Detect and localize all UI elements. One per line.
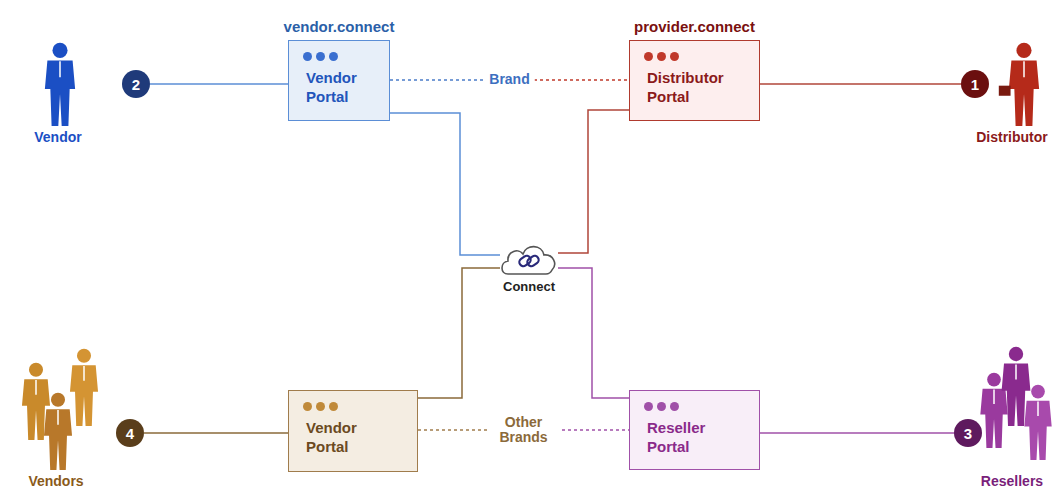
person-body xyxy=(70,365,98,426)
connector-line xyxy=(558,268,629,398)
window-dot xyxy=(329,402,338,411)
window-dot xyxy=(657,52,666,61)
person-figure xyxy=(999,43,1039,126)
window-dots xyxy=(303,397,342,415)
window-dots xyxy=(303,47,342,65)
portal-heading: vendor.connect xyxy=(284,18,395,35)
callout-number: 2 xyxy=(132,76,140,93)
briefcase xyxy=(999,86,1011,96)
connector-line xyxy=(760,432,954,434)
role-label: Distributor xyxy=(976,129,1048,145)
window-dot xyxy=(316,402,325,411)
window-dot xyxy=(670,52,679,61)
callout-circle: 2 xyxy=(122,70,150,98)
person-tie xyxy=(83,366,85,381)
window-dot xyxy=(329,52,338,61)
callout-circle: 4 xyxy=(116,419,144,447)
portal-box: Vendor Portal xyxy=(288,390,418,472)
portal-title: Distributor Portal xyxy=(647,69,742,107)
window-dot xyxy=(303,402,312,411)
role-label: Vendor xyxy=(34,129,81,145)
person-body xyxy=(45,60,75,126)
person-head xyxy=(987,373,1001,387)
connector-line xyxy=(760,83,961,85)
person-body xyxy=(1024,401,1051,460)
connector-line xyxy=(144,432,288,434)
window-dot xyxy=(670,402,679,411)
cloud-label: Connect xyxy=(503,279,555,294)
person-body xyxy=(44,409,72,470)
person-tie xyxy=(35,380,37,395)
portal-box: provider.connectDistributor Portal xyxy=(629,40,760,121)
person-figure xyxy=(70,349,98,426)
person-head xyxy=(77,349,91,363)
person-head xyxy=(1009,347,1023,361)
person-head xyxy=(1031,385,1045,399)
edge-label: Other Brands xyxy=(489,415,559,446)
person-head xyxy=(1016,43,1031,58)
callout-circle: 3 xyxy=(954,419,982,447)
portal-title: Vendor Portal xyxy=(306,69,372,107)
person-body xyxy=(980,389,1007,448)
portal-heading: provider.connect xyxy=(634,18,755,35)
callout-number: 3 xyxy=(964,425,972,442)
portal-box: vendor.connectVendor Portal xyxy=(288,40,390,121)
role-label: Vendors xyxy=(28,473,83,489)
cloud-node: Connect xyxy=(500,242,558,294)
window-dot xyxy=(316,52,325,61)
portal-title: Reseller Portal xyxy=(647,419,742,457)
chain-link xyxy=(526,254,540,267)
person-head xyxy=(52,43,67,58)
window-dot xyxy=(644,402,653,411)
connector-line xyxy=(418,268,500,398)
person-figure xyxy=(44,393,72,470)
window-dots xyxy=(644,47,683,65)
window-dot xyxy=(303,52,312,61)
callout-number: 4 xyxy=(126,425,134,442)
person-figure xyxy=(1002,347,1031,426)
portal-box: Reseller Portal xyxy=(629,390,760,470)
person-head xyxy=(51,393,65,407)
person-tie xyxy=(57,410,59,425)
window-dots xyxy=(644,397,683,415)
person-head xyxy=(29,363,43,377)
cloud-icon xyxy=(500,242,558,276)
connector-line xyxy=(150,83,288,85)
person-body xyxy=(1009,60,1039,126)
role-label: Resellers xyxy=(981,473,1043,489)
person-tie xyxy=(59,61,61,77)
callout-circle: 1 xyxy=(961,70,989,98)
callout-number: 1 xyxy=(971,76,979,93)
person-tie xyxy=(1023,61,1025,77)
person-tie xyxy=(1037,401,1039,415)
window-dot xyxy=(657,402,666,411)
person-figure xyxy=(45,43,75,126)
window-dot xyxy=(644,52,653,61)
person-tie xyxy=(993,389,995,403)
person-figure xyxy=(1024,385,1051,460)
connector-line xyxy=(558,110,629,253)
edge-label: Brand xyxy=(484,72,534,87)
person-body xyxy=(1002,364,1031,426)
portal-title: Vendor Portal xyxy=(306,419,386,457)
person-tie xyxy=(1015,364,1017,379)
cloud-outline xyxy=(502,247,555,274)
connector-line xyxy=(390,113,500,255)
